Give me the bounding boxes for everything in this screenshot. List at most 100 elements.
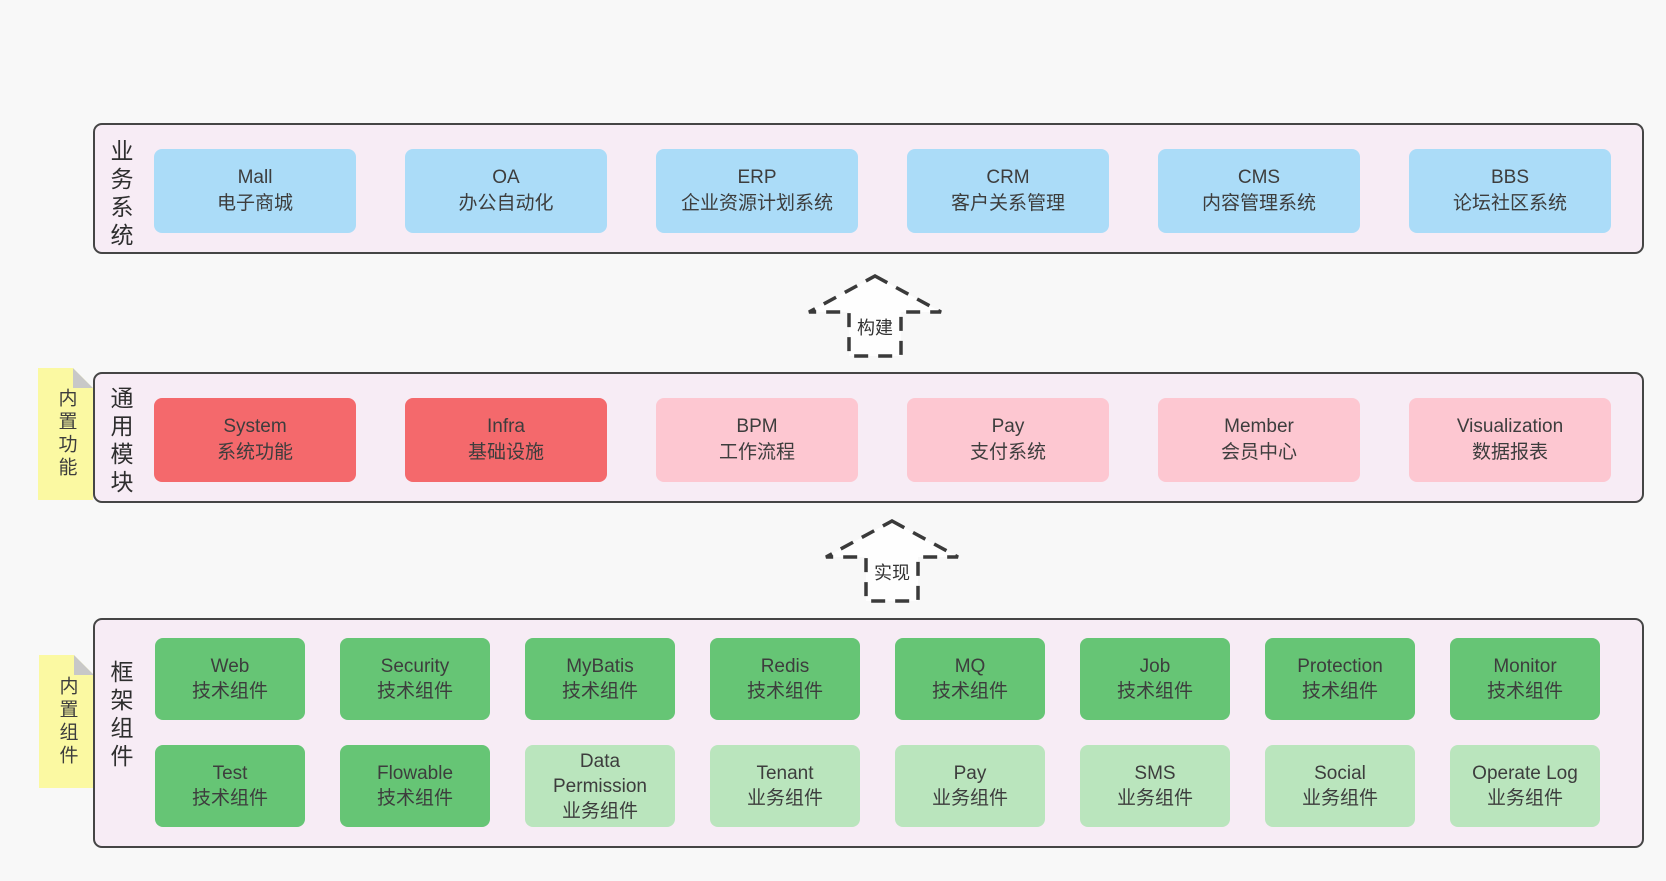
- box-oa: OA 办公自动化: [405, 149, 607, 233]
- box-desc: 技术组件: [1301, 681, 1378, 702]
- box-desc: 技术组件: [561, 681, 638, 702]
- box-desc: 业务组件: [1301, 788, 1378, 809]
- box-desc: 系统功能: [216, 442, 293, 463]
- box-test: Test 技术组件: [155, 745, 305, 827]
- box-member: Member 会员中心: [1158, 398, 1360, 482]
- box-desc: 内容管理系统: [1201, 193, 1316, 214]
- sticky-label: 内置组件: [56, 675, 78, 768]
- box-name: Redis: [760, 656, 810, 677]
- box-desc: 技术组件: [931, 681, 1008, 702]
- box-name: System: [223, 416, 287, 437]
- box-erp: ERP 企业资源计划系统: [656, 149, 858, 233]
- box-protection: Protection 技术组件: [1265, 638, 1415, 720]
- box-desc: 技术组件: [1116, 681, 1193, 702]
- box-name: Pay: [953, 763, 987, 784]
- box-name: Data Permission: [553, 750, 647, 797]
- box-bbs: BBS 论坛社区系统: [1409, 149, 1611, 233]
- box-desc: 客户关系管理: [950, 193, 1065, 214]
- box-data-permission: Data Permission 业务组件: [525, 745, 675, 827]
- box-web: Web 技术组件: [155, 638, 305, 720]
- box-monitor: Monitor 技术组件: [1450, 638, 1600, 720]
- box-desc: 工作流程: [718, 442, 795, 463]
- box-job: Job 技术组件: [1080, 638, 1230, 720]
- box-name: Protection: [1297, 656, 1383, 677]
- box-pay-module: Pay 支付系统: [907, 398, 1109, 482]
- box-name: Job: [1139, 656, 1171, 677]
- box-name: Social: [1314, 763, 1366, 784]
- box-desc: 会员中心: [1220, 442, 1297, 463]
- box-sms: SMS 业务组件: [1080, 745, 1230, 827]
- box-pay-component: Pay 业务组件: [895, 745, 1045, 827]
- framework-components-row-1: Web 技术组件 Security 技术组件 MyBatis 技术组件 Redi…: [155, 638, 1600, 720]
- band-label-framework-components: 框架组件: [107, 660, 133, 772]
- box-desc: 业务组件: [746, 788, 823, 809]
- box-desc: 业务组件: [1486, 788, 1563, 809]
- box-desc: 电子商城: [216, 193, 293, 214]
- box-desc: 支付系统: [969, 442, 1046, 463]
- box-desc: 业务组件: [1116, 788, 1193, 809]
- sticky-note-built-in-features: 内置功能: [38, 368, 93, 500]
- box-desc: 办公自动化: [458, 193, 554, 214]
- box-name: ERP: [737, 167, 777, 188]
- up-arrow-icon: [808, 274, 942, 358]
- box-desc: 技术组件: [376, 788, 453, 809]
- sticky-label: 内置功能: [55, 388, 77, 480]
- box-desc: 技术组件: [191, 788, 268, 809]
- box-name: Operate Log: [1472, 763, 1578, 784]
- box-desc: 技术组件: [1486, 681, 1563, 702]
- box-name: BBS: [1490, 167, 1530, 188]
- band-label-business-systems: 业务系统: [107, 139, 133, 251]
- box-name: CMS: [1237, 167, 1281, 188]
- box-redis: Redis 技术组件: [710, 638, 860, 720]
- box-desc: 基础设施: [467, 442, 544, 463]
- box-mybatis: MyBatis 技术组件: [525, 638, 675, 720]
- box-desc: 业务组件: [561, 800, 638, 822]
- sticky-fold-corner: [73, 368, 93, 388]
- box-name: OA: [492, 167, 520, 188]
- up-arrow-icon: [825, 519, 959, 603]
- box-name: Member: [1224, 416, 1294, 437]
- box-desc: 技术组件: [376, 681, 453, 702]
- box-security: Security 技术组件: [340, 638, 490, 720]
- box-name: BPM: [736, 416, 778, 437]
- box-desc: 数据报表: [1471, 442, 1548, 463]
- box-infra: Infra 基础设施: [405, 398, 607, 482]
- box-name: Infra: [486, 416, 526, 437]
- box-name: Tenant: [756, 763, 814, 784]
- box-visualization: Visualization 数据报表: [1409, 398, 1611, 482]
- box-name: SMS: [1134, 763, 1176, 784]
- implement-arrow: 实现: [824, 519, 960, 603]
- box-flowable: Flowable 技术组件: [340, 745, 490, 827]
- framework-components-row-2: Test 技术组件 Flowable 技术组件 Data Permission …: [155, 745, 1600, 827]
- box-system: System 系统功能: [154, 398, 356, 482]
- box-name: Mall: [237, 167, 273, 188]
- box-desc: 企业资源计划系统: [680, 193, 833, 214]
- band-label-common-modules: 通用模块: [107, 386, 133, 498]
- box-tenant: Tenant 业务组件: [710, 745, 860, 827]
- box-social: Social 业务组件: [1265, 745, 1415, 827]
- box-name: CRM: [986, 167, 1030, 188]
- build-arrow-label: 构建: [857, 318, 893, 338]
- box-name: Pay: [991, 416, 1025, 437]
- business-systems-row: Mall 电子商城 OA 办公自动化 ERP 企业资源计划系统 CRM 客户关系…: [154, 149, 1611, 233]
- box-desc: 技术组件: [746, 681, 823, 702]
- box-name: Flowable: [376, 763, 454, 784]
- box-mall: Mall 电子商城: [154, 149, 356, 233]
- box-desc: 论坛社区系统: [1452, 193, 1567, 214]
- box-name: Security: [380, 656, 450, 677]
- band-framework-components: 框架组件 Web 技术组件 Security 技术组件 MyBatis 技术组件…: [93, 618, 1644, 848]
- box-desc: 业务组件: [931, 788, 1008, 809]
- band-business-systems: 业务系统 Mall 电子商城 OA 办公自动化 ERP 企业资源计划系统 CRM…: [93, 123, 1644, 254]
- band-common-modules: 通用模块 System 系统功能 Infra 基础设施 BPM 工作流程 Pay…: [93, 372, 1644, 503]
- box-name: MQ: [954, 656, 986, 677]
- box-desc: 技术组件: [191, 681, 268, 702]
- box-name: Test: [212, 763, 248, 784]
- common-modules-row: System 系统功能 Infra 基础设施 BPM 工作流程 Pay 支付系统…: [154, 398, 1611, 482]
- sticky-note-built-in-components: 内置组件: [39, 655, 94, 788]
- box-bpm: BPM 工作流程: [656, 398, 858, 482]
- box-crm: CRM 客户关系管理: [907, 149, 1109, 233]
- box-name: Web: [210, 656, 250, 677]
- box-name: Monitor: [1493, 656, 1557, 677]
- box-operate-log: Operate Log 业务组件: [1450, 745, 1600, 827]
